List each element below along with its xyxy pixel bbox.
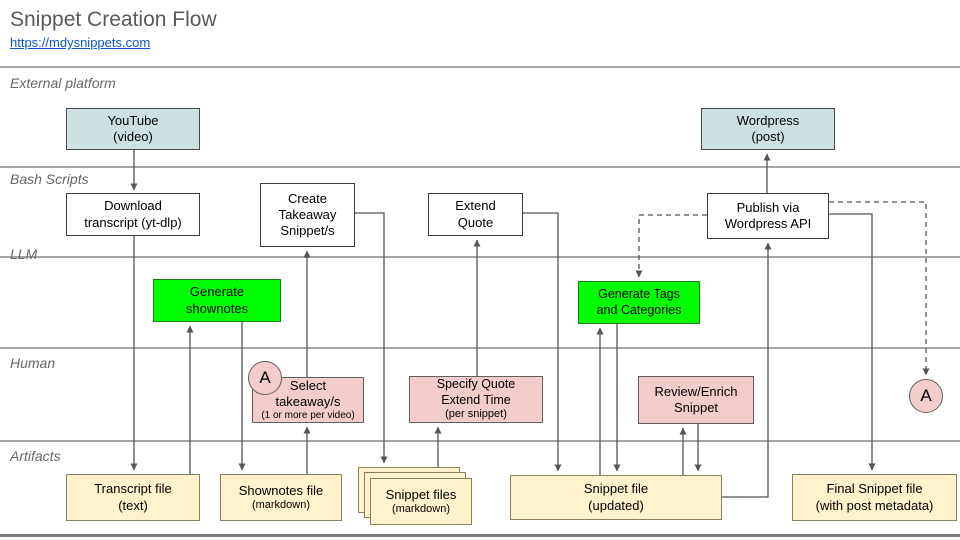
lane-divider: [0, 256, 960, 258]
node-label: Transcript file: [94, 481, 172, 497]
node-label: YouTube: [107, 112, 159, 128]
node-sublabel: (1 or more per video): [261, 410, 355, 421]
node-label: (post): [751, 129, 785, 144]
connector-a-right: A: [909, 379, 943, 413]
node-label: Wordpress: [736, 112, 800, 128]
lane-divider: [0, 347, 960, 349]
arrow-create-takeaway-to-snippet-files: [355, 212, 388, 464]
node-extend-quote: Extend Quote: [428, 193, 523, 236]
node-shownotes-file: Shownotes file (markdown): [220, 474, 342, 521]
node-generate-shownotes: Generate shownotes: [153, 279, 281, 322]
node-label: Publish via: [736, 199, 800, 215]
node-create-takeaway-snippets: Create Takeaway Snippet/s: [260, 183, 355, 247]
node-label: and Categories: [596, 302, 682, 317]
node-wordpress: Wordpress (post): [701, 108, 835, 150]
node-label: Snippet file: [583, 481, 649, 497]
node-label: Snippet: [673, 400, 719, 415]
connector-a-left: A: [248, 361, 282, 395]
node-label: transcript (yt-dlp): [84, 214, 182, 230]
node-label: Download: [104, 198, 162, 214]
node-label: Generate Tags: [598, 286, 680, 301]
node-sublabel: (per snippet): [445, 408, 507, 421]
lane-label-human: Human: [10, 355, 56, 371]
node-label: Wordpress API: [724, 216, 812, 231]
node-sublabel: (markdown): [391, 502, 451, 515]
node-label: Generate: [189, 284, 245, 300]
node-transcript-file: Transcript file (text): [66, 474, 200, 521]
node-final-snippet-file: Final Snippet file (with post metadata): [792, 474, 957, 521]
node-label: Final Snippet file: [826, 481, 923, 497]
site-link[interactable]: https://mdysnippets.com: [10, 35, 151, 50]
node-specify-quote-extend-time: Specify Quote Extend Time (per snippet): [409, 376, 543, 423]
node-label: Specify Quote: [436, 377, 516, 391]
node-label: Select: [289, 377, 327, 393]
node-label: (text): [118, 497, 148, 513]
lane-divider: [0, 166, 960, 168]
lane-label-llm: LLM: [10, 246, 38, 262]
node-snippet-file-updated: Snippet file (updated): [510, 475, 722, 520]
node-publish-wordpress-api: Publish via Wordpress API: [707, 193, 829, 239]
node-label: Snippet files: [385, 486, 457, 502]
node-label: Extend: [455, 198, 496, 214]
dashed-arrow-publish-to-connector-a: [829, 201, 930, 376]
node-label: takeaway/s: [275, 393, 341, 409]
connector-label: A: [920, 386, 932, 405]
arrow-extend-quote-to-snippet-file-updated: [523, 212, 562, 472]
node-label: Takeaway: [278, 206, 337, 222]
lane-divider: [0, 440, 960, 442]
node-label: Extend Time: [441, 392, 511, 407]
node-label: (updated): [588, 497, 644, 513]
node-generate-tags-categories: Generate Tags and Categories: [578, 281, 700, 324]
lane-label-bash-scripts: Bash Scripts: [10, 171, 89, 187]
lane-divider: [0, 66, 960, 68]
node-youtube: YouTube (video): [66, 108, 200, 150]
node-label: shownotes: [185, 300, 249, 316]
node-label: Snippet/s: [280, 223, 335, 239]
page-title: Snippet Creation Flow: [10, 8, 217, 31]
lane-label-external-platform: External platform: [10, 75, 116, 91]
connector-label: A: [259, 368, 271, 387]
dashed-arrow-publish-to-generate-tags: [635, 214, 707, 278]
lane-label-artifacts: Artifacts: [10, 448, 61, 464]
node-label: Review/Enrich: [654, 383, 738, 399]
arrow-snippet-file-to-publish: [722, 242, 772, 498]
node-review-enrich-snippet: Review/Enrich Snippet: [638, 376, 754, 424]
node-sublabel: (markdown): [251, 498, 311, 511]
node-snippet-files: Snippet files (markdown): [370, 478, 472, 525]
node-label: Quote: [457, 214, 494, 230]
arrow-publish-to-final-snippet-file: [829, 213, 876, 471]
node-label: Shownotes file: [238, 482, 324, 498]
lane-divider: [0, 534, 960, 537]
node-label: (with post metadata): [815, 497, 934, 513]
node-label: (video): [113, 129, 153, 144]
node-download-transcript: Download transcript (yt-dlp): [66, 193, 200, 236]
node-label: Create: [287, 190, 328, 206]
